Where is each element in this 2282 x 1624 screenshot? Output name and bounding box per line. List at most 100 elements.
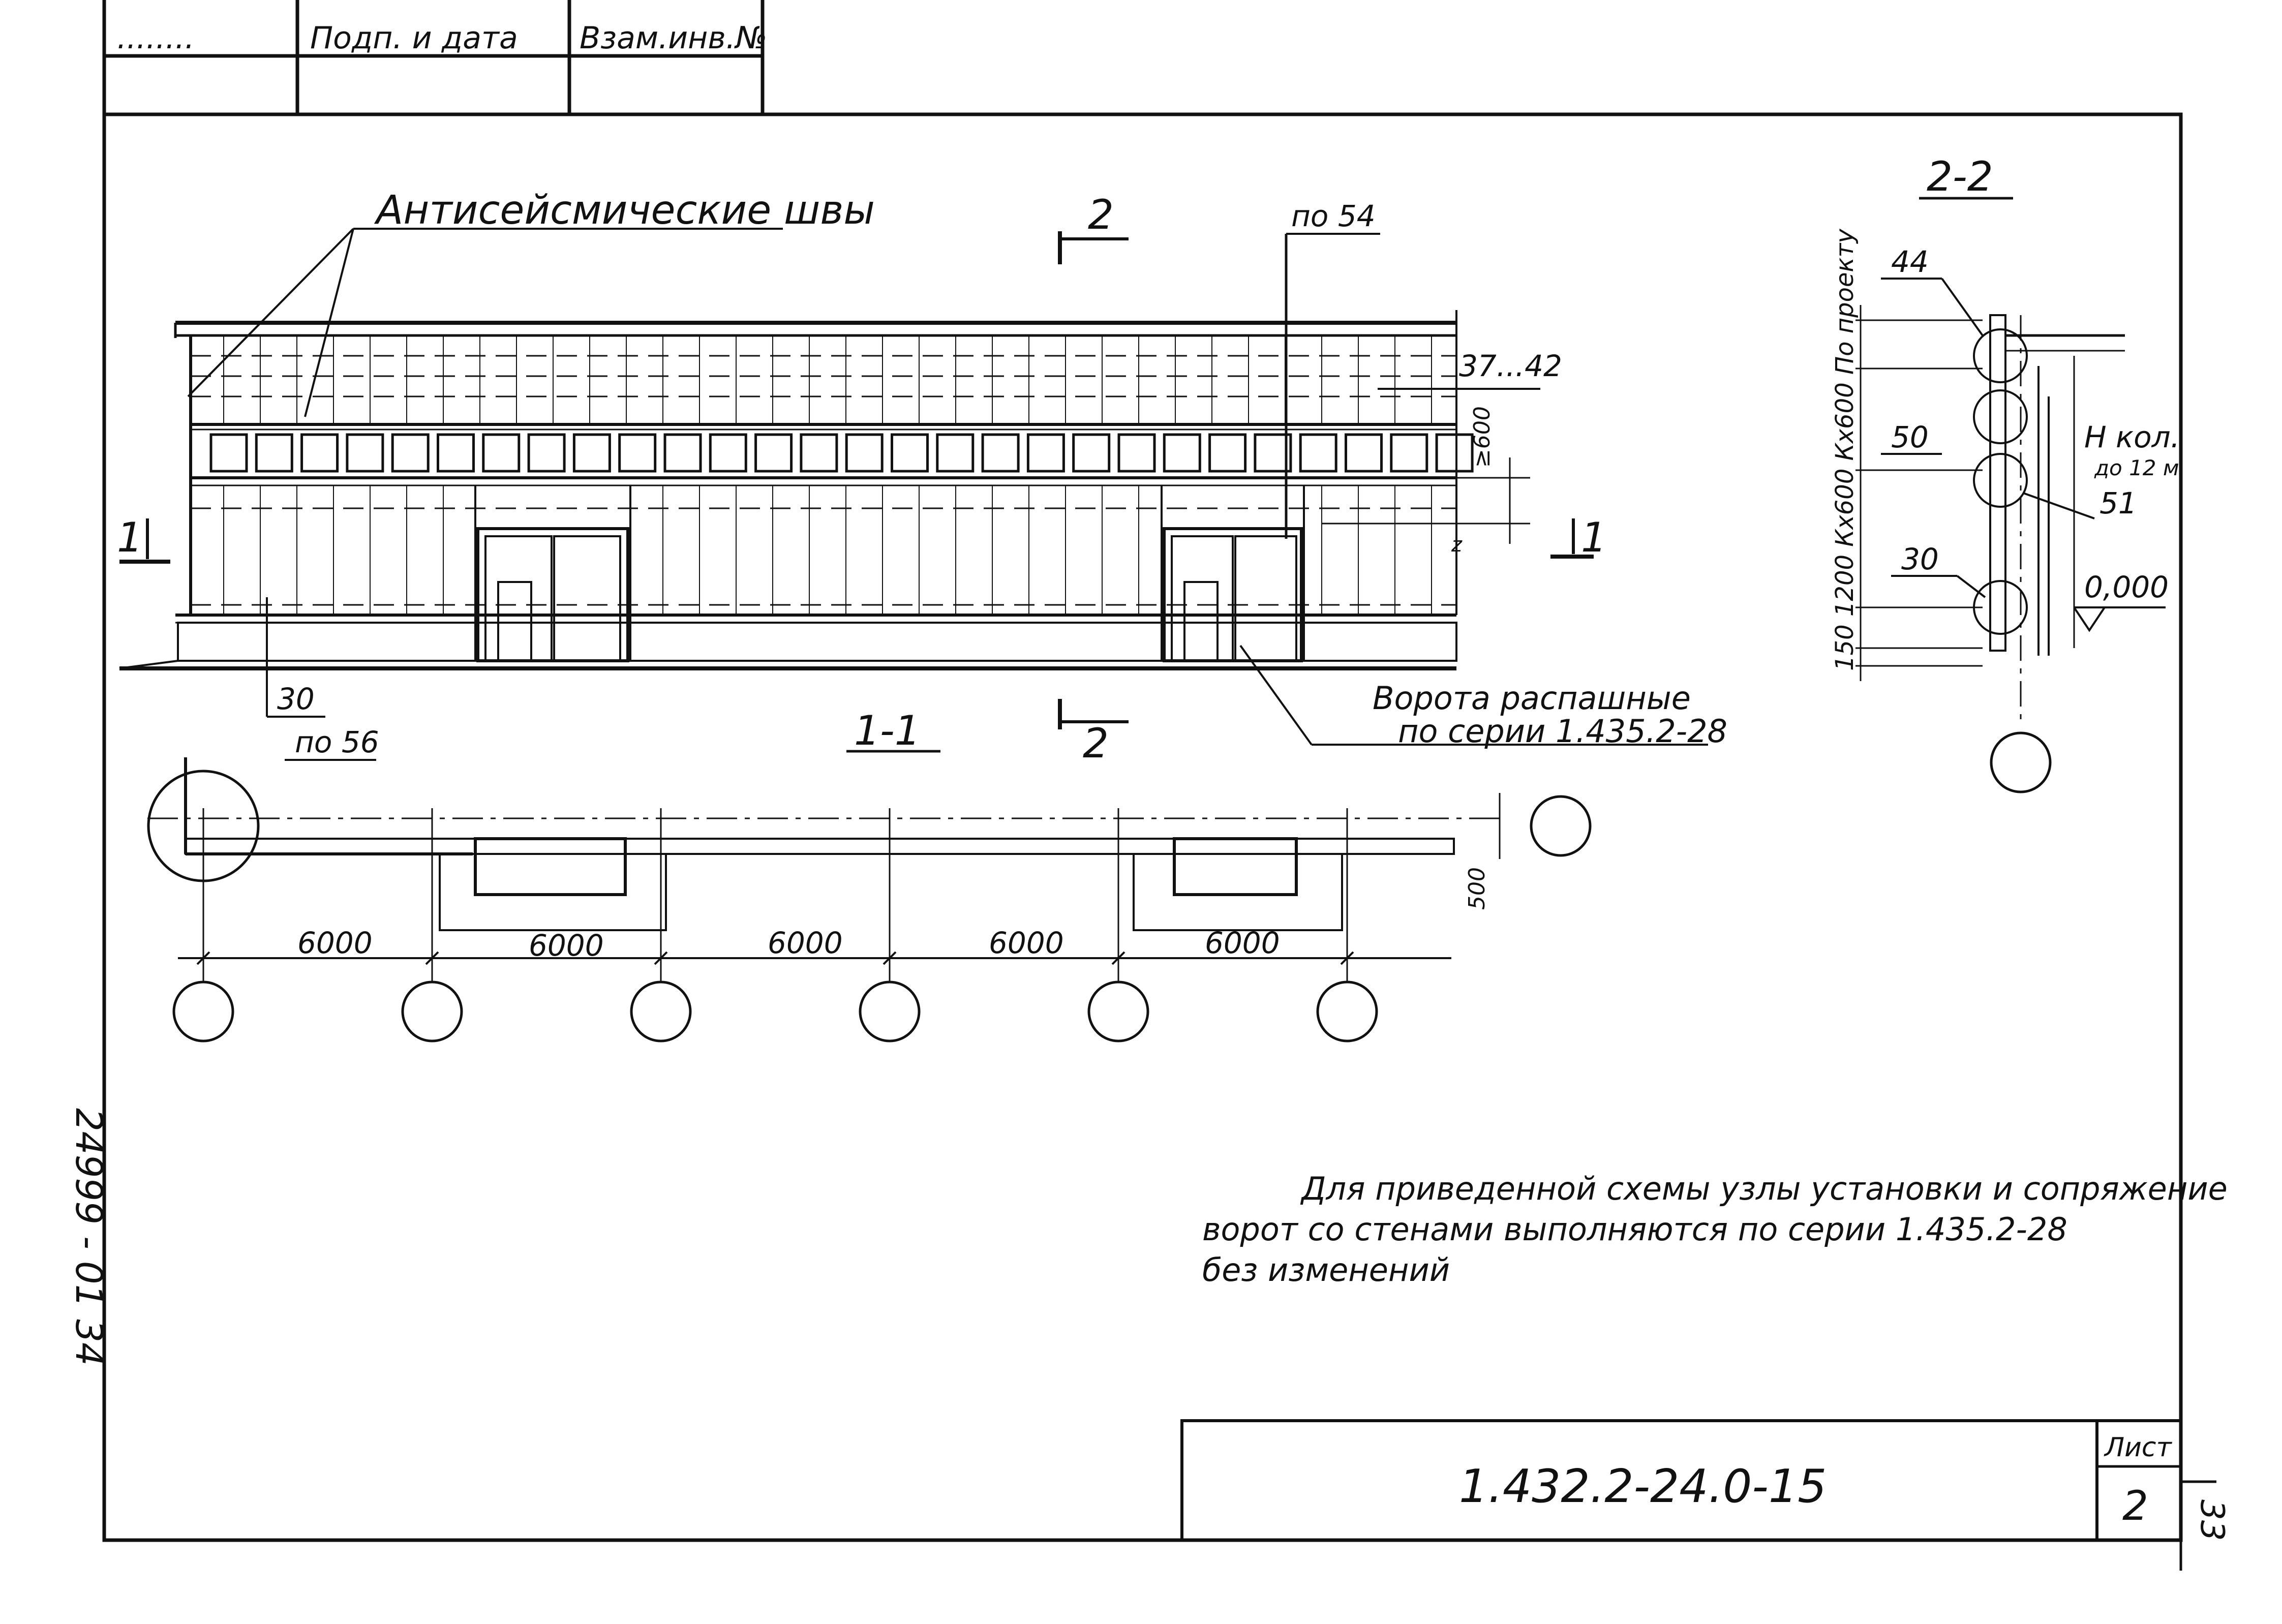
window-pane — [1345, 433, 1383, 473]
window-pane — [255, 433, 293, 473]
section-1-mark-right: 1 — [1581, 514, 1607, 561]
window-pane — [936, 433, 975, 473]
note-line-1: Для приведенной схемы узлы установки и с… — [1300, 1170, 2228, 1207]
window-pane — [300, 433, 339, 473]
window-pane — [346, 433, 384, 473]
section-2-mark-bottom: 2 — [1083, 720, 1109, 767]
gate-right — [1161, 485, 1305, 662]
dim-600-label: ≥600 — [1469, 406, 1495, 468]
page-number: 33 — [2193, 1499, 2231, 1541]
window-pane — [1299, 433, 1337, 473]
h-col-label: H кол. — [2084, 420, 2180, 454]
ref-54-label: по 54 — [1291, 199, 1376, 233]
facade-elevation: Антисейсмические швы 2 2 1 1 по 54 37...… — [117, 188, 1727, 767]
seams-label: Антисейсмические швы — [374, 188, 875, 233]
drawing-frame — [102, 112, 2183, 1542]
window-pane — [1254, 433, 1292, 473]
dim-500-label: 500 — [1464, 867, 1490, 910]
span-2-label: 6000 — [529, 928, 604, 963]
window-pane — [1072, 433, 1111, 473]
window-pane — [1026, 433, 1065, 473]
gate-left — [474, 485, 631, 662]
ref-44-label: 44 — [1891, 244, 1929, 279]
section22-vert-dims: 150 1200 Кх600 Кх600 По проекту — [1831, 229, 1859, 671]
title-block: 1.432.2-24.0-15 Лист 2 33 — [1180, 1419, 2231, 1571]
window-pane — [1435, 433, 1474, 473]
axis-bubble — [630, 980, 692, 1043]
ref-30-facade-label: 30 — [277, 682, 315, 716]
gates-label-line1: Ворота распашные — [1373, 680, 1691, 717]
detail-circle-51 — [1973, 453, 2028, 508]
axis-bubble-section — [1990, 731, 2052, 793]
window-pane — [437, 433, 475, 473]
plan-axes — [172, 808, 1378, 1043]
ref-30-section-label: 30 — [1901, 542, 1939, 576]
window-pane — [1117, 433, 1156, 473]
window-pane — [209, 433, 248, 473]
window-pane — [572, 433, 611, 473]
section-1-mark-left: 1 — [117, 514, 143, 561]
ref-50-label: 50 — [1891, 420, 1929, 454]
dimension-tick — [883, 951, 897, 965]
axis-bubble-end — [1530, 795, 1592, 857]
window-pane — [709, 433, 747, 473]
window-pane — [482, 433, 521, 473]
ref-56-label: по 56 — [295, 725, 379, 759]
span-5-label: 6000 — [1205, 926, 1280, 960]
stamp-cell-2: Подп. и дата — [310, 20, 518, 56]
note-line-2: ворот со стенами выполняются по серии 1.… — [1202, 1211, 2067, 1248]
window-pane — [891, 433, 929, 473]
h-col-sub-label: до 12 м — [2094, 455, 2179, 480]
dimension-tick — [196, 951, 210, 965]
dim-z-label: z — [1451, 533, 1463, 557]
window-pane — [981, 433, 1020, 473]
window-pane — [754, 433, 793, 473]
sheet-label: Лист — [2104, 1432, 2172, 1463]
axis-bubble — [401, 980, 463, 1043]
window-pane — [1390, 433, 1428, 473]
plan-section-1-1: 1-1 по 56 500 6000 6000 6000 6000 6000 — [147, 707, 1592, 1043]
stamp-cell-1: ........ — [117, 20, 195, 56]
wall-panel-lines — [223, 335, 1432, 615]
span-3-label: 6000 — [768, 926, 843, 960]
detail-circle-50 — [1973, 389, 2028, 444]
ref-37-42-label: 37...42 — [1459, 349, 1562, 383]
window-strip — [209, 433, 1474, 473]
dimension-tick — [425, 951, 439, 965]
section-2-mark-top: 2 — [1088, 191, 1114, 238]
axis-bubble — [1087, 980, 1149, 1043]
general-note: Для приведенной схемы узлы установки и с… — [1202, 1170, 2228, 1289]
gate-recess-left — [474, 837, 627, 896]
dimension-tick — [654, 951, 668, 965]
level-label: 0,000 — [2084, 570, 2169, 604]
dimension-tick — [1340, 951, 1354, 965]
window-pane — [391, 433, 430, 473]
span-4-label: 6000 — [989, 926, 1064, 960]
top-stamp: ........ Подп. и дата Взам.инв.№ — [102, 0, 767, 114]
detail-circle-44 — [1973, 328, 2028, 383]
span-1-label: 6000 — [297, 926, 373, 960]
window-pane — [527, 433, 566, 473]
section22-title: 2-2 — [1927, 153, 1993, 200]
ref-51-label: 51 — [2100, 486, 2137, 520]
stamp-cell-3: Взам.инв.№ — [580, 20, 767, 56]
window-pane — [1163, 433, 1201, 473]
window-pane — [800, 433, 838, 473]
axis-bubble — [859, 980, 921, 1043]
axis-bubble — [1316, 980, 1378, 1043]
window-pane — [618, 433, 657, 473]
window-pane — [1208, 433, 1247, 473]
gate-recess-right — [1173, 837, 1298, 896]
plan-title: 1-1 — [854, 707, 921, 754]
section-2-2: 2-2 150 1200 Кх600 Кх600 По проекту 44 5… — [1831, 153, 2180, 793]
dimension-tick — [1111, 951, 1125, 965]
sheet-number: 2 — [2122, 1482, 2148, 1529]
drawing-code: 1.432.2-24.0-15 — [1459, 1460, 1827, 1513]
side-code: 24999 - 01 34 — [68, 1108, 110, 1366]
gates-label-line2: по серии 1.435.2-28 — [1398, 713, 1727, 750]
window-pane — [845, 433, 884, 473]
note-line-3: без изменений — [1202, 1251, 1450, 1289]
axis-bubble — [172, 980, 234, 1043]
